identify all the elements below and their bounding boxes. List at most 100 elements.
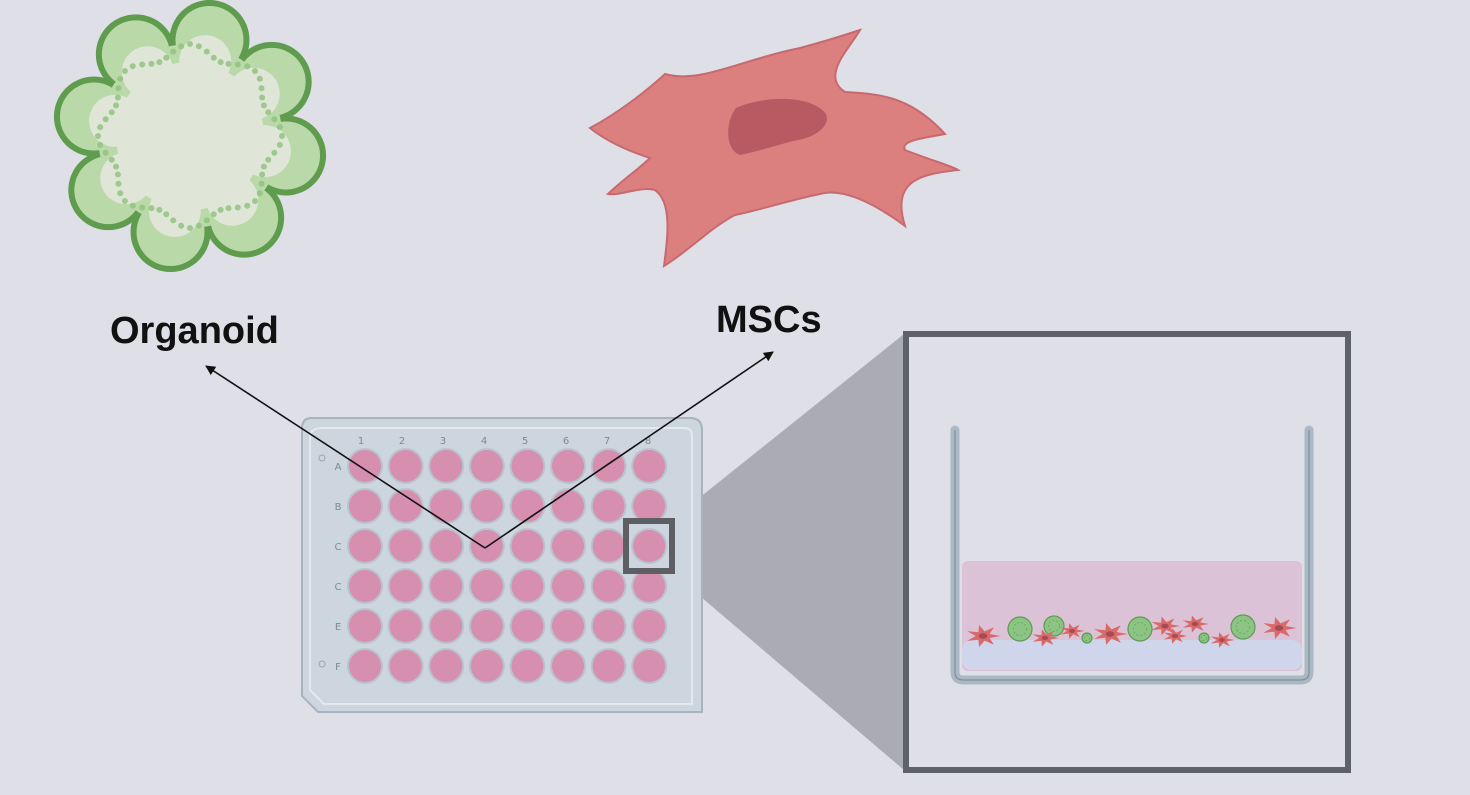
well	[511, 610, 544, 642]
organoid-cell-dot	[163, 211, 170, 218]
organoid-cell-dot	[276, 141, 283, 148]
organoid-cell-dot	[210, 54, 217, 61]
organoid-cell-dot	[139, 61, 146, 68]
organoid-cell-dot	[252, 198, 259, 205]
organoid-cell-dot	[129, 63, 136, 70]
zoom-projection	[674, 334, 904, 770]
cocultured-cells	[967, 614, 1297, 648]
well	[349, 610, 381, 642]
organoid-cell-dot	[148, 60, 155, 67]
well	[470, 450, 503, 482]
msc-cell-nucleus	[1191, 621, 1199, 627]
organoid-cell-dot	[187, 225, 193, 231]
organoid-cell-dot	[195, 222, 202, 229]
organoid-cell-texture	[1048, 620, 1060, 632]
msc-cell-nucleus	[1041, 635, 1049, 641]
plate-row-label: C	[335, 582, 342, 593]
organoid-icon	[53, 0, 327, 273]
well	[511, 490, 544, 522]
well	[592, 610, 625, 642]
organoid-cell-dot	[225, 205, 232, 212]
organoid-cell-dot	[259, 171, 266, 178]
plate-column-label: 3	[440, 436, 446, 447]
well	[470, 610, 503, 642]
well	[511, 450, 544, 482]
organoid-cell-dot	[156, 59, 163, 66]
well	[389, 610, 422, 642]
well	[389, 530, 422, 562]
organoid-cell-dot	[252, 67, 259, 74]
plate-row-label: E	[335, 622, 341, 633]
well	[389, 650, 422, 682]
arrow-to-organoid	[205, 365, 486, 549]
organoid-cell-dot	[258, 180, 265, 187]
well	[470, 650, 503, 682]
organoid-cell-dot	[187, 41, 193, 47]
organoid-cell-dot	[217, 206, 224, 213]
msc-nucleus	[728, 98, 827, 155]
organoid-cell	[1043, 615, 1065, 637]
well	[552, 610, 584, 642]
well	[592, 450, 625, 482]
organoid-cell-dot	[117, 190, 124, 197]
organoid-cell	[1198, 632, 1210, 644]
organoid-cell-dot	[170, 48, 177, 55]
organoid-cell-dot	[115, 180, 122, 187]
well	[349, 530, 381, 562]
well	[552, 450, 584, 482]
well	[633, 490, 666, 522]
organoid-cell-dot	[271, 149, 278, 156]
well	[430, 490, 463, 522]
well	[389, 490, 422, 522]
well	[470, 570, 503, 602]
organoid-cell-texture	[1235, 619, 1251, 635]
msc-cell-nucleus	[1274, 625, 1284, 631]
organoid-cell-dot	[108, 109, 115, 116]
well	[633, 530, 666, 562]
well	[511, 530, 544, 562]
organoid-cell-dot	[129, 202, 136, 209]
well	[633, 570, 666, 602]
plate-column-label: 8	[645, 436, 651, 447]
organoid-cell-dot	[139, 204, 146, 211]
organoid-cell-texture	[1132, 621, 1148, 637]
plate-corner-mark	[318, 660, 326, 668]
organoid-cell-dot	[114, 171, 121, 178]
organoid-cell-dot	[97, 141, 104, 148]
selected-well-box	[623, 518, 675, 574]
well	[349, 570, 381, 602]
plate-column-label: 6	[563, 436, 569, 447]
organoid-cell-dot	[203, 48, 210, 55]
organoid-cell-dot	[210, 211, 217, 218]
organoid-cell-dot	[178, 222, 185, 229]
plate-column-label: 1	[358, 436, 364, 447]
organoid-cell-texture	[1012, 621, 1028, 637]
plate-row-label: A	[335, 462, 342, 473]
organoid-cell-dot	[256, 190, 263, 197]
organoid-cell-dot	[95, 133, 101, 139]
organoid-cell-dot	[108, 156, 115, 163]
organoid-cell-dot	[234, 204, 241, 211]
well	[592, 530, 625, 562]
msc-cell-nucleus	[978, 633, 988, 639]
well	[430, 650, 463, 682]
organoid-cell-dot	[271, 116, 278, 123]
organoid-cell-dot	[121, 198, 128, 205]
plate-column-label: 2	[399, 436, 405, 447]
msc-cell-icon	[588, 28, 961, 268]
well	[552, 570, 584, 602]
organoid-cell-dot	[148, 205, 155, 212]
organoid-cell-dot	[195, 43, 202, 50]
plate-row-label: B	[335, 502, 342, 513]
well	[552, 650, 584, 682]
well	[389, 450, 422, 482]
plate-column-label: 7	[604, 436, 610, 447]
organoid-cell-dot	[117, 75, 124, 82]
organoid-cell-dot	[113, 102, 120, 109]
well	[552, 490, 584, 522]
organoid-cell-dot	[279, 133, 285, 139]
well	[349, 490, 381, 522]
well	[633, 450, 666, 482]
organoid-cell-dot	[234, 61, 241, 68]
well	[389, 570, 422, 602]
